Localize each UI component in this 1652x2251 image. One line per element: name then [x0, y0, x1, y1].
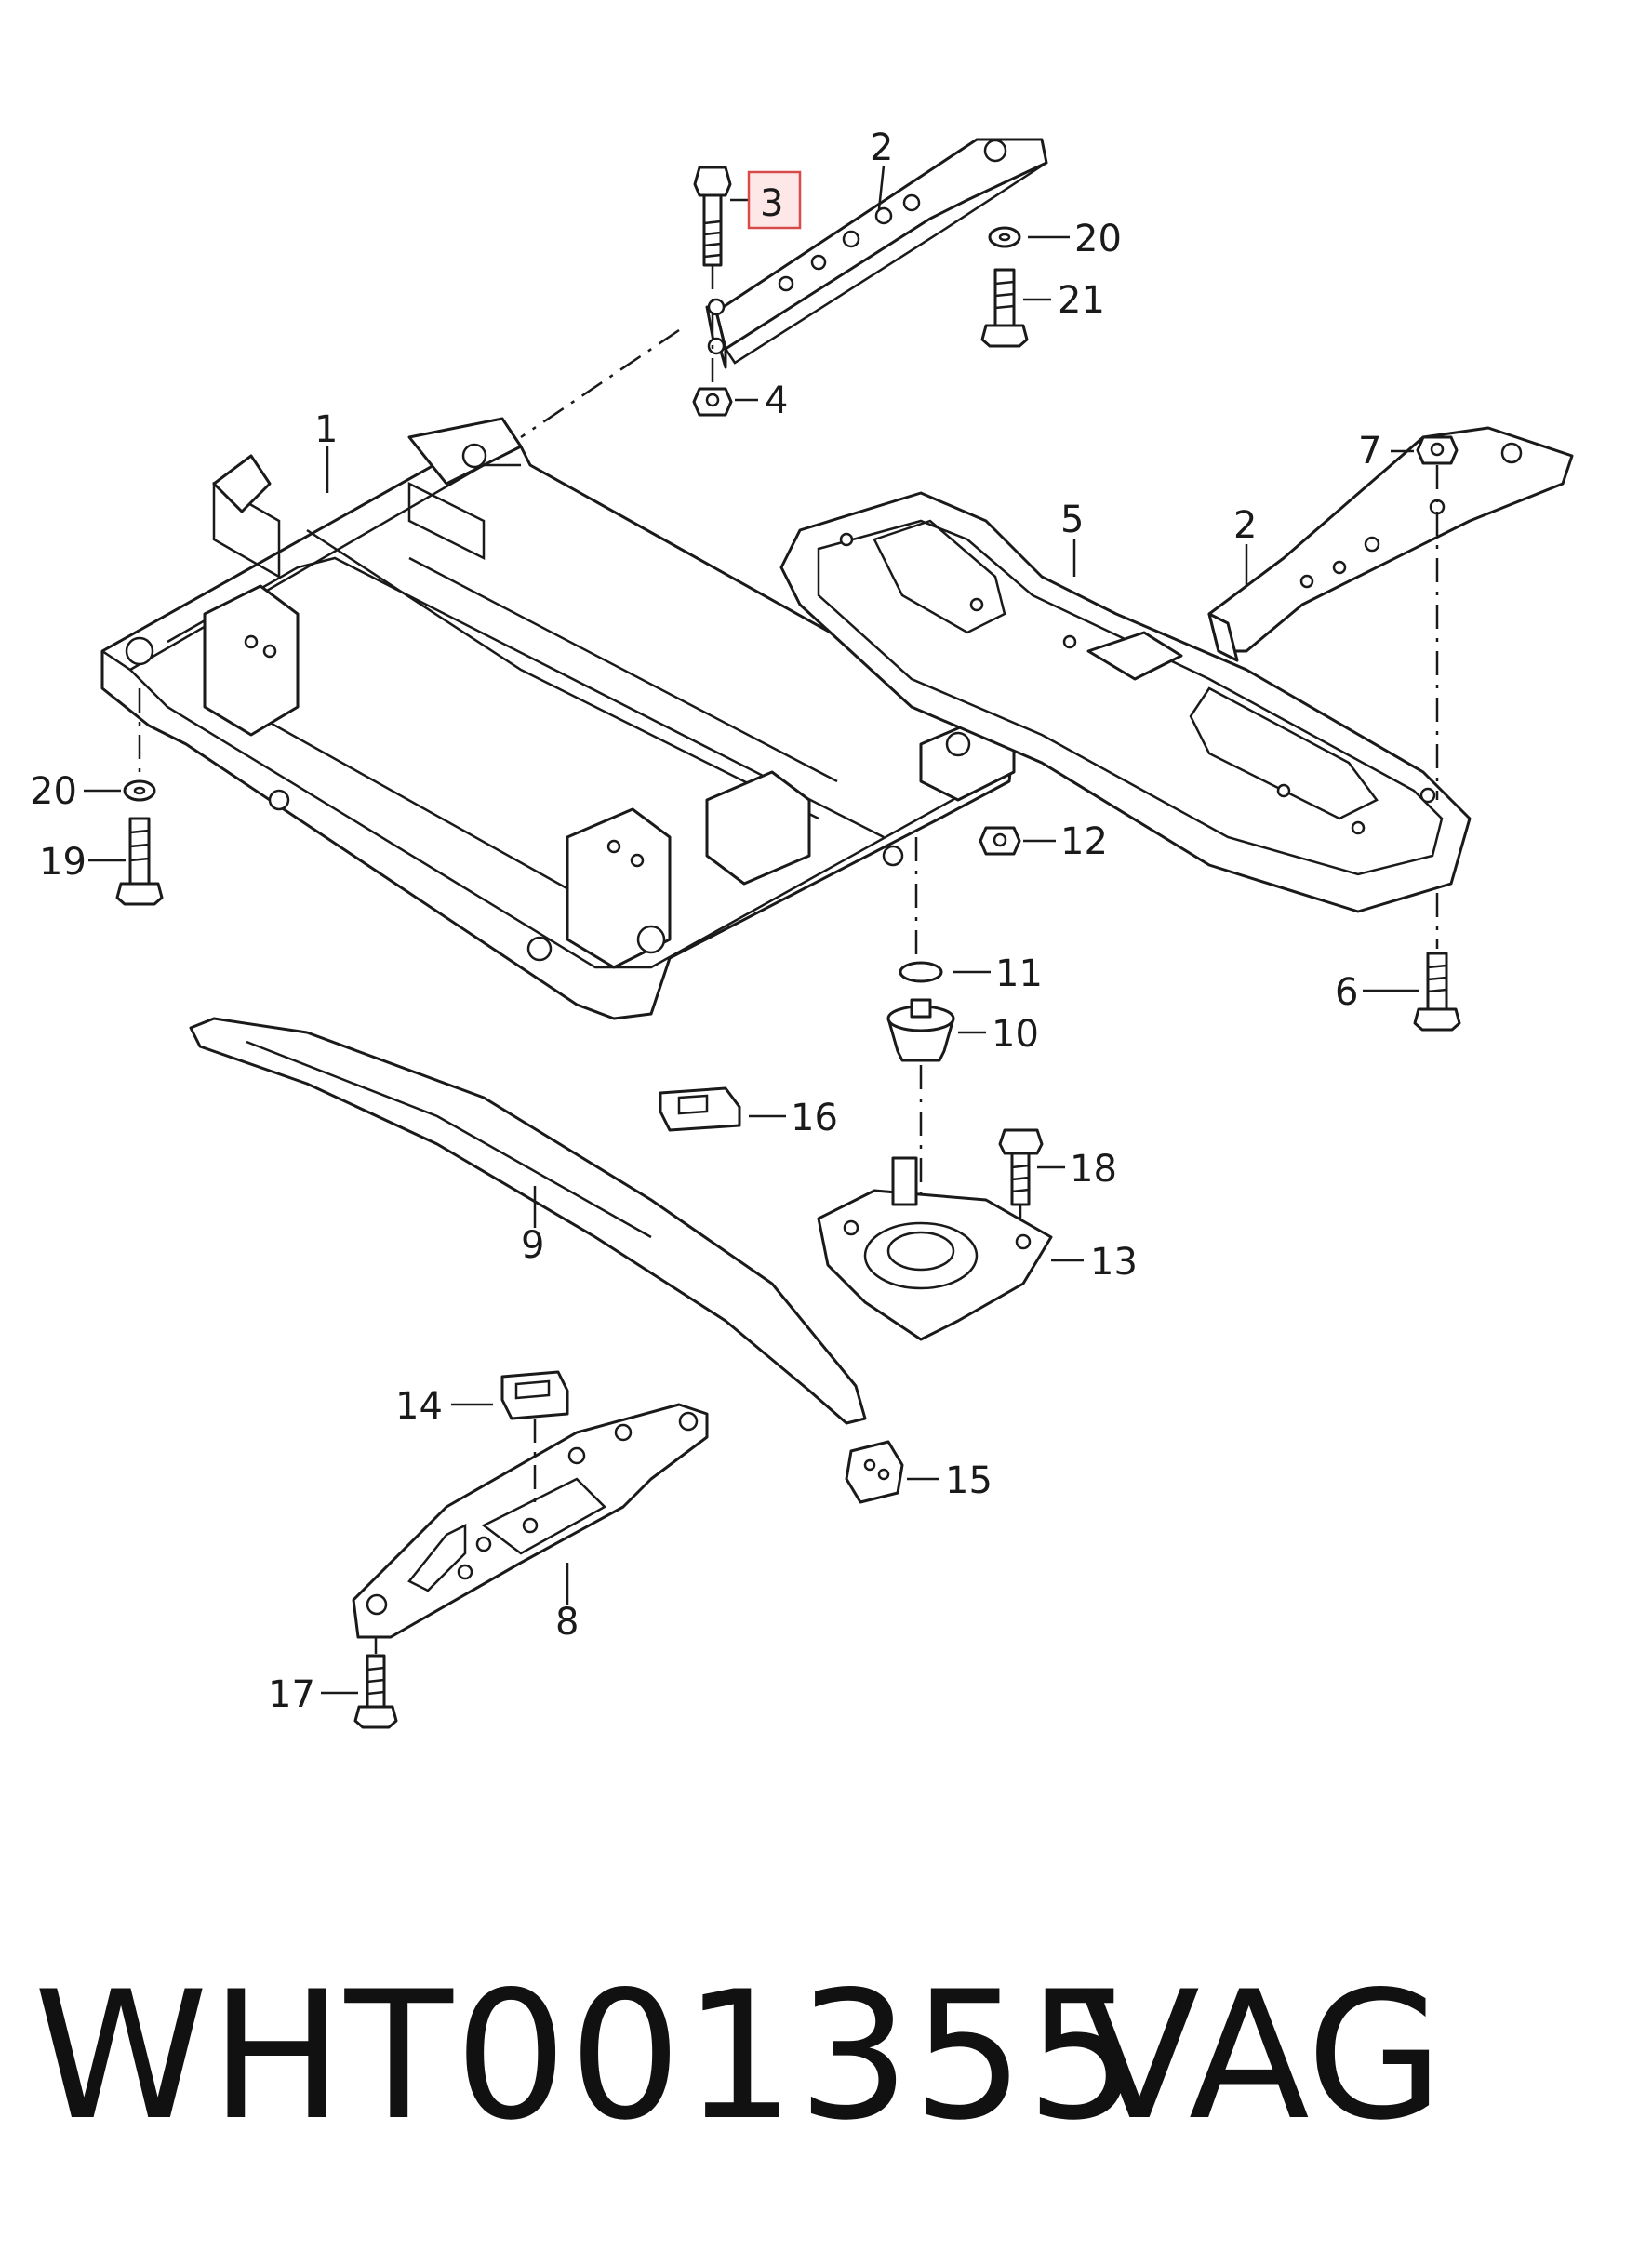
highlight-box-3 [747, 170, 802, 230]
part-10-bushing [886, 998, 955, 1062]
part-17-bolt [353, 1654, 398, 1729]
exploded-parts-diagram: 1 2 3 4 5 2 7 20 21 20 19 12 11 10 6 16 … [30, 127, 1574, 1729]
callout-21: 21 [1058, 279, 1105, 322]
axis-line-frame [520, 328, 680, 439]
part-4-nut [692, 387, 733, 417]
part-7-nut [1416, 435, 1459, 465]
callout-16: 16 [791, 1097, 838, 1139]
callout-4: 4 [765, 380, 788, 422]
part-14-pad [500, 1370, 569, 1420]
callout-5: 5 [1060, 499, 1084, 541]
part-3-bolt [693, 166, 732, 267]
part-20-washer-left [123, 779, 156, 802]
callout-13: 13 [1090, 1241, 1138, 1284]
part-16-pad [659, 1086, 741, 1132]
callout-2-top: 2 [870, 127, 893, 169]
callout-17: 17 [268, 1673, 315, 1716]
callout-3: 3 [760, 182, 783, 225]
callout-10: 10 [992, 1013, 1039, 1056]
part-21-bolt [980, 268, 1029, 348]
part-2-upper-bracket [705, 138, 1048, 369]
callout-8: 8 [555, 1601, 579, 1644]
callout-2-right: 2 [1233, 504, 1257, 547]
callout-14: 14 [395, 1385, 443, 1428]
part-11-washer [899, 961, 943, 983]
callout-7: 7 [1358, 430, 1381, 473]
callout-labels: 1 2 3 4 5 2 7 20 21 20 19 12 11 10 6 16 … [30, 127, 1381, 1716]
callout-20-left: 20 [30, 770, 77, 813]
part-2-lower-bracket [1207, 426, 1574, 662]
part-8-plate [352, 1403, 709, 1639]
part-12-nut [979, 826, 1021, 856]
callout-9: 9 [521, 1224, 544, 1267]
part-5-crossmember [779, 491, 1472, 913]
brand-caption: VAG [1079, 1953, 1444, 2159]
part-9-bar [189, 1017, 867, 1425]
callout-1: 1 [314, 408, 338, 451]
leader-lines [84, 165, 1419, 1695]
part-1-subframe [100, 417, 1016, 1020]
part-6-bolt [1413, 952, 1461, 1032]
part-number-caption: WHT001355 [33, 1953, 1141, 2159]
callout-20-top: 20 [1074, 218, 1122, 260]
part-15-pad [845, 1440, 904, 1504]
part-18-bolt [998, 1128, 1044, 1206]
part-19-bolt [115, 817, 164, 906]
callout-19: 19 [39, 841, 87, 884]
part-13-mount [817, 1156, 1053, 1341]
callout-6: 6 [1335, 971, 1358, 1014]
callout-12: 12 [1060, 820, 1108, 863]
part-20-washer-upper [988, 226, 1021, 248]
callout-15: 15 [945, 1459, 993, 1502]
callout-11: 11 [995, 952, 1043, 995]
callout-18: 18 [1070, 1148, 1117, 1191]
